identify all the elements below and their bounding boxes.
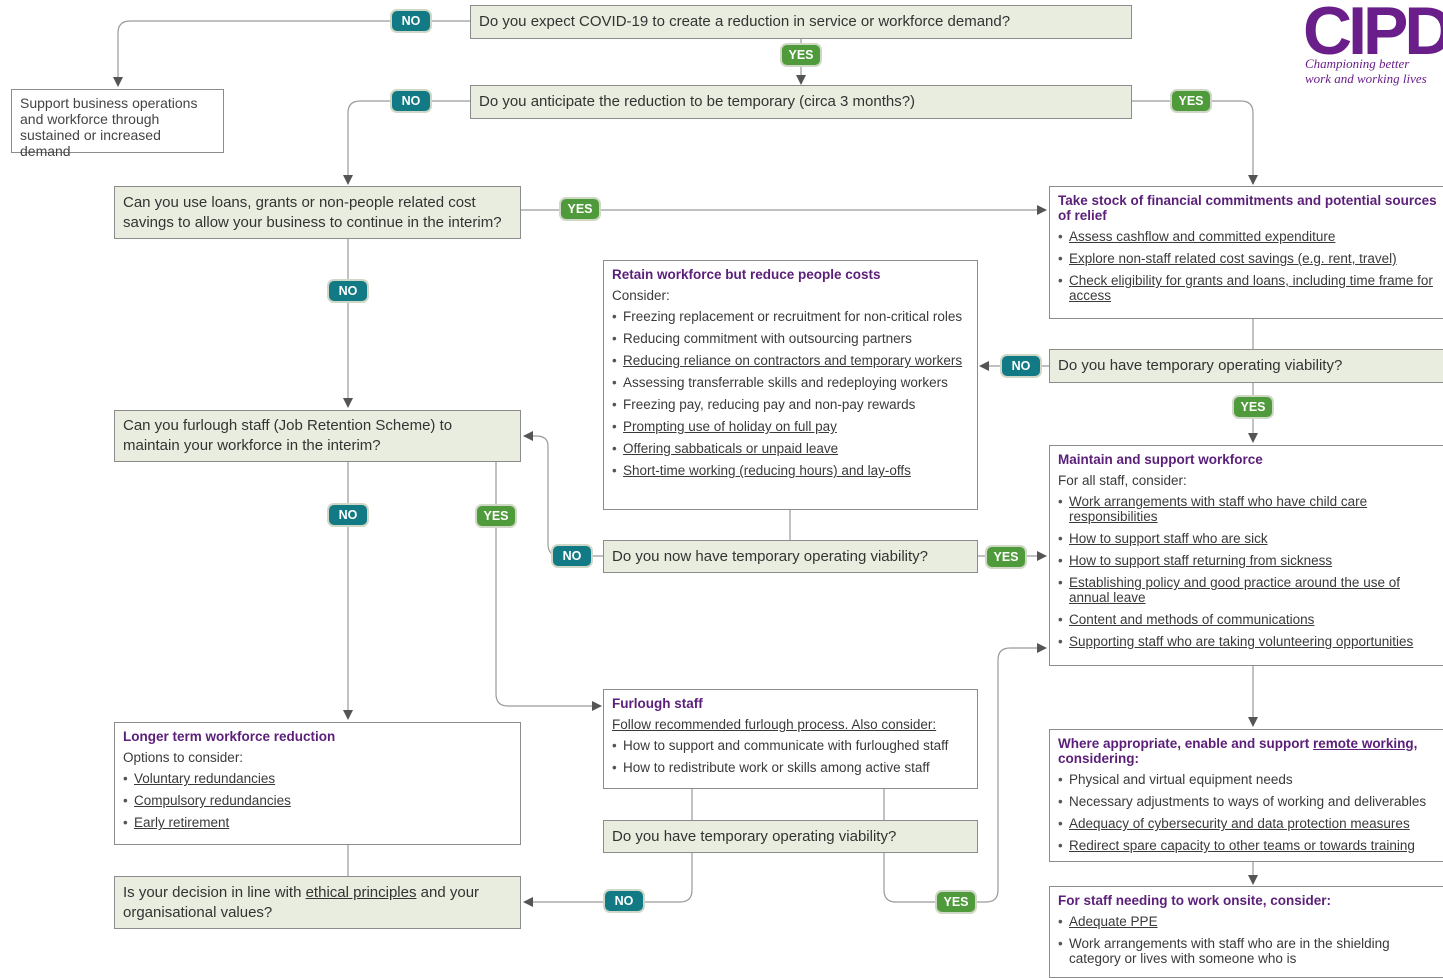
support-operations-box: Support business operations and workforc… [11,89,224,159]
list-item: Physical and virtual equipment needs [1058,772,1440,787]
line-q4-yes [495,462,602,711]
list-item: Reducing commitment with outsourcing par… [612,331,969,346]
line-q5-no [523,431,603,557]
maintain-workforce-panel: Maintain and support workforce For all s… [1049,445,1443,666]
panel-title: Maintain and support workforce [1058,452,1263,467]
list-item[interactable]: Supporting staff who are taking voluntee… [1058,634,1440,649]
cipd-tagline: Championing better work and working live… [1305,56,1427,86]
list-item[interactable]: Assess cashflow and committed expenditur… [1058,229,1440,244]
list-item: Work arrangements with staff who are in … [1058,936,1440,966]
panel-title: Furlough staff [612,696,703,711]
list-item[interactable]: Compulsory redundancies [123,793,512,808]
q5-yes-badge: YES [985,545,1027,569]
list-item[interactable]: Redirect spare capacity to other teams o… [1058,838,1440,853]
list-item[interactable]: Voluntary redundancies [123,771,512,786]
ethical-principles-link[interactable]: ethical principles [305,883,417,901]
question-ethical: Is your decision in line with ethical pr… [114,876,521,929]
list-item[interactable]: Check eligibility for grants and loans, … [1058,273,1440,303]
list-item[interactable]: Establishing policy and good practice ar… [1058,575,1440,605]
q1-no-badge: NO [390,9,432,33]
line-q1-no [113,20,470,87]
question-temporary-reduction: Do you anticipate the reduction to be te… [470,85,1132,119]
question-viability-right: Do you have temporary operating viabilit… [1049,349,1443,383]
remote-working-panel: Where appropriate, enable and support re… [1049,729,1443,862]
line-q2-no [343,100,470,185]
panel-title: For staff needing to work onsite, consid… [1058,893,1332,908]
list-item: Freezing replacement or recruitment for … [612,309,969,324]
q3-no-badge: NO [327,279,369,303]
q3-yes-badge: YES [559,197,601,221]
financial-stock-panel: Take stock of financial commitments and … [1049,186,1443,319]
list-item[interactable]: Content and methods of communications [1058,612,1440,627]
q6-no-badge: NO [1000,354,1042,378]
question-loans-grants: Can you use loans, grants or non-people … [114,186,521,239]
list-item[interactable]: Reducing reliance on contractors and tem… [612,353,969,368]
list-item: Assessing transferrable skills and redep… [612,375,969,390]
q4-no-badge: NO [327,503,369,527]
panel-title: Retain workforce but reduce people costs [612,267,881,282]
cipd-logo-text: CIPD [1303,0,1443,69]
q6-yes-badge: YES [1232,395,1274,419]
panel-title: Take stock of financial commitments and … [1058,193,1437,223]
remote-working-link[interactable]: remote working [1313,736,1414,751]
list-item[interactable]: Adequate PPE [1058,914,1440,929]
question-furlough: Can you furlough staff (Job Retention Sc… [114,410,521,462]
list-item: How to redistribute work or skills among… [612,760,969,775]
furlough-process-link[interactable]: Follow recommended furlough process. Als… [612,717,937,732]
q7-no-badge: NO [603,889,645,913]
cipd-logo: CIPD Championing better work and working… [1303,0,1443,95]
list-item: Freezing pay, reducing pay and non-pay r… [612,397,969,412]
q2-no-badge: NO [390,89,432,113]
longer-term-reduction-panel: Longer term workforce reduction Options … [114,722,521,845]
question-demand-reduction: Do you expect COVID-19 to create a reduc… [470,5,1132,39]
q5-no-badge: NO [551,544,593,568]
question-viability-bottom: Do you have temporary operating viabilit… [603,820,978,853]
q1-yes-badge: YES [780,43,822,67]
panel-title: Where appropriate, enable and support re… [1058,736,1418,766]
list-item: How to support and communicate with furl… [612,738,969,753]
list-item[interactable]: Work arrangements with staff who have ch… [1058,494,1440,524]
furlough-staff-panel: Furlough staff Follow recommended furlou… [603,689,978,789]
line-q7-no [523,853,693,907]
q7-yes-badge: YES [935,890,977,914]
list-item[interactable]: Adequacy of cybersecurity and data prote… [1058,816,1440,831]
list-item[interactable]: How to support staff who are sick [1058,531,1440,546]
onsite-staff-panel: For staff needing to work onsite, consid… [1049,886,1443,978]
list-item[interactable]: How to support staff returning from sick… [1058,553,1440,568]
list-item[interactable]: Short-time working (reducing hours) and … [612,463,969,478]
list-item[interactable]: Prompting use of holiday on full pay [612,419,969,434]
list-item[interactable]: Explore non-staff related cost savings (… [1058,251,1440,266]
question-now-viability: Do you now have temporary operating viab… [603,540,978,573]
list-item[interactable]: Offering sabbaticals or unpaid leave [612,441,969,456]
panel-title: Longer term workforce reduction [123,729,336,744]
q4-yes-badge: YES [475,504,517,528]
line-q2-yes [1132,100,1258,185]
list-item[interactable]: Early retirement [123,815,512,830]
retain-workforce-panel: Retain workforce but reduce people costs… [603,260,978,510]
list-item: Necessary adjustments to ways of working… [1058,794,1440,809]
q2-yes-badge: YES [1170,89,1212,113]
line-q7-yes [883,643,1047,903]
